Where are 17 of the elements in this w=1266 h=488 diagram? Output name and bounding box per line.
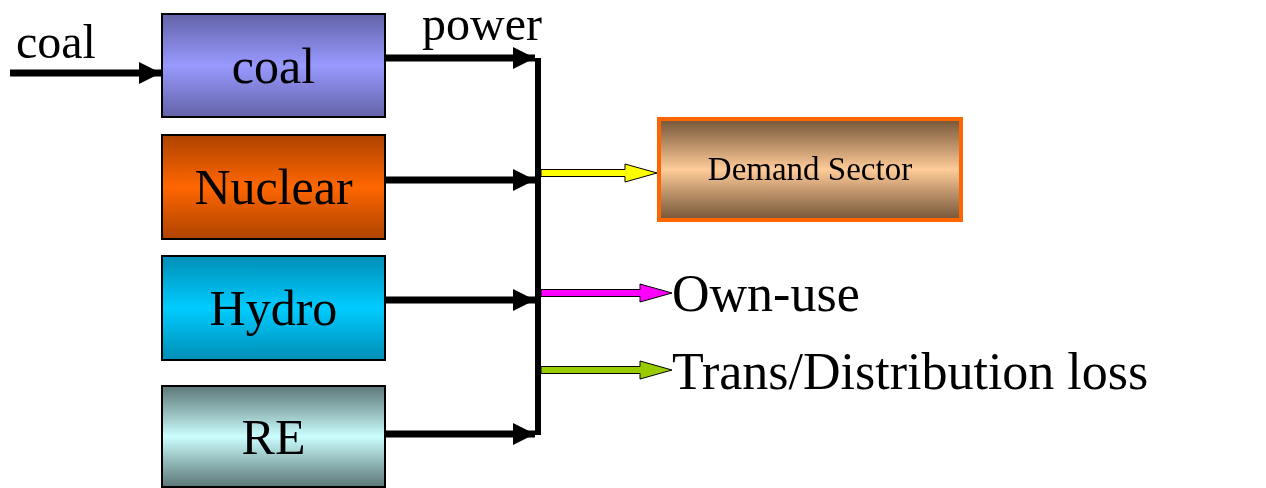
block-arrow: [540, 163, 658, 183]
block-arrow: [540, 360, 673, 380]
process-box: Hydro: [161, 255, 386, 361]
arrow: [386, 169, 535, 191]
process-box: RE: [161, 385, 386, 488]
demand-box: Demand Sector: [657, 117, 963, 222]
edge-label: power: [421, 0, 543, 48]
edge-label: coal: [15, 18, 97, 66]
process-box: Nuclear: [161, 134, 386, 240]
arrow: [386, 47, 535, 69]
output-label: Trans/Distribution loss: [672, 340, 1266, 404]
bus-bar: [535, 58, 541, 435]
arrow: [386, 423, 535, 445]
process-box: coal: [161, 13, 386, 118]
arrow: [386, 289, 535, 311]
output-label: Own-use: [672, 262, 932, 326]
block-arrow: [540, 283, 673, 303]
